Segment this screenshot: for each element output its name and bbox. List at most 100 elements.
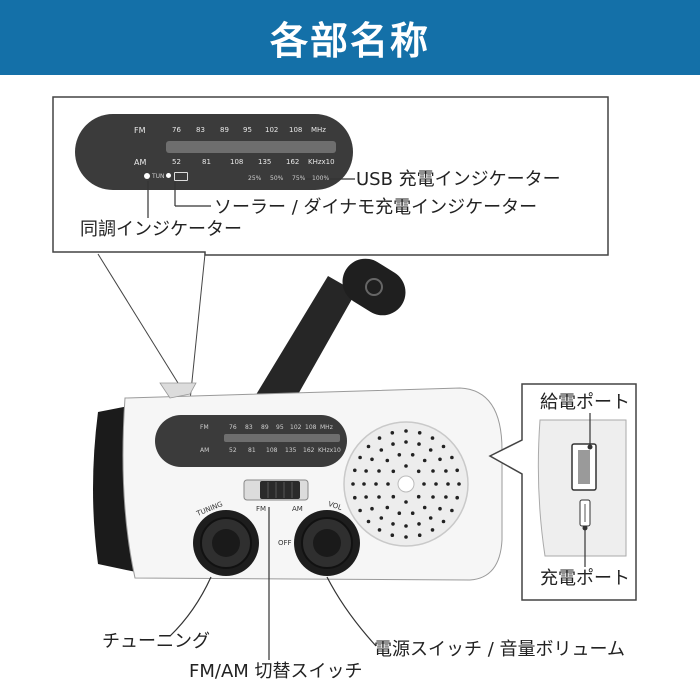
speaker-hole	[422, 482, 426, 486]
speaker-hole	[351, 482, 355, 486]
solar-indicator-led	[166, 173, 171, 178]
speaker-hole	[455, 495, 460, 500]
speaker-hole	[391, 522, 395, 526]
page-title: 各部名称	[269, 19, 430, 63]
speaker-hole	[410, 511, 415, 515]
zoom-connector-left	[97, 253, 179, 384]
device-fm-tick: 108	[305, 424, 317, 431]
zoom-am-tick: 162	[286, 158, 300, 166]
tuning-indicator-led	[144, 173, 150, 179]
speaker-hole	[404, 464, 408, 468]
callout-charge-port: 充電ポート	[540, 568, 630, 589]
zoom-am-band: AM	[134, 158, 147, 167]
speaker-hole	[430, 436, 435, 440]
device-fm-tick: 76	[229, 424, 237, 431]
speaker-hole	[390, 431, 395, 435]
device-am-tick: 108	[266, 447, 278, 454]
device-am-tick: 135	[285, 447, 297, 454]
zoom-fm-band: FM	[134, 126, 146, 135]
device-fm-tick: 83	[245, 424, 253, 431]
zoom-am-tick: 81	[202, 158, 211, 166]
speaker-hole	[377, 528, 382, 532]
callout-power-volume: 電源スイッチ / 音量ボリューム	[374, 639, 625, 660]
speaker-hole	[416, 469, 421, 474]
speaker-hole	[455, 468, 460, 473]
zoom-dial-window	[166, 141, 336, 153]
speaker-hole	[377, 469, 381, 473]
device-fm-tick: 89	[261, 424, 269, 431]
speaker-hole	[438, 506, 442, 511]
speaker-hole	[385, 458, 390, 463]
speaker-hole	[446, 482, 450, 486]
speaker-hole	[441, 444, 446, 449]
speaker-hole	[353, 468, 357, 473]
speaker-holes	[351, 429, 461, 539]
speaker-hole	[366, 444, 371, 449]
speaker-hole	[353, 495, 357, 500]
speaker-hole	[457, 482, 461, 486]
speaker-hole	[391, 494, 396, 499]
zoom-fm-tick: 76	[172, 126, 181, 134]
speaker-hole	[386, 482, 390, 486]
speaker-hole	[416, 494, 421, 499]
device-am-tick: 52	[229, 447, 237, 454]
speaker-hole	[422, 458, 427, 463]
speaker-hole	[434, 482, 438, 486]
speaker-hole	[366, 519, 371, 524]
speaker-hole	[404, 429, 408, 433]
callout-power-out-port: 給電ポート	[540, 392, 630, 413]
zoom-fm-tick: 83	[196, 126, 205, 134]
device-am-tick: 162	[303, 447, 315, 454]
speaker-hole	[450, 508, 454, 513]
zoom-am-unit: KHzx10	[308, 158, 335, 166]
speaker-hole	[431, 469, 435, 473]
zoom-am-tick: 108	[230, 158, 244, 166]
zoom-fm-tick: 108	[289, 126, 303, 134]
speaker-hole	[397, 511, 402, 515]
device-fm-tick: 102	[290, 424, 302, 431]
zoom-tun-label: TUN	[152, 173, 165, 180]
speaker-hole	[430, 528, 435, 532]
callout-solar-dynamo-indicator: ソーラー / ダイナモ充電インジケーター	[214, 197, 538, 218]
speaker-hole	[385, 505, 390, 510]
band-switch-slider	[260, 481, 300, 499]
speaker-hole	[441, 519, 446, 524]
crank-knob	[342, 258, 406, 316]
speaker-hole	[431, 495, 435, 499]
speaker-hole	[428, 448, 433, 452]
device-am-tick: 81	[248, 447, 256, 454]
switch-am-label: AM	[292, 505, 303, 513]
callout-band-switch: FM/AM 切替スイッチ	[189, 661, 363, 682]
battery-level: 25%	[248, 175, 262, 182]
speaker-hole	[417, 533, 422, 537]
speaker-hole	[364, 469, 368, 473]
zoom-am-tick: 52	[172, 158, 181, 166]
zoom-am-tick: 135	[258, 158, 272, 166]
speaker-hole	[391, 469, 396, 474]
speaker-hole	[362, 482, 366, 486]
battery-level: 75%	[292, 175, 306, 182]
zoom-fm-unit: MHz	[311, 126, 326, 134]
speaker-hole	[410, 453, 415, 457]
battery-level: 50%	[270, 175, 284, 182]
battery-icon	[174, 172, 188, 181]
speaker-hole	[370, 506, 374, 511]
speaker-hole	[379, 516, 384, 520]
leader-tuning	[169, 576, 212, 637]
speaker-hole	[391, 442, 395, 446]
speaker-hole	[438, 457, 442, 462]
speaker-hole	[390, 533, 395, 537]
device-am-unit: KHzx10	[318, 447, 341, 454]
leader-power-volume	[326, 576, 377, 647]
zoom-fm-tick: 102	[265, 126, 279, 134]
callout-usb-indicator: USB 充電インジケーター	[356, 169, 561, 190]
speaker-hole	[428, 516, 433, 520]
zoom-fm-tick: 89	[220, 126, 229, 134]
callout-tuning-indicator: 同調インジケーター	[80, 219, 242, 240]
callout-tuning: チューニング	[102, 631, 210, 652]
speaker-hole	[397, 453, 402, 457]
crank-arm	[254, 276, 356, 398]
zoom-fm-tick: 95	[243, 126, 252, 134]
crank-pivot	[365, 278, 383, 296]
